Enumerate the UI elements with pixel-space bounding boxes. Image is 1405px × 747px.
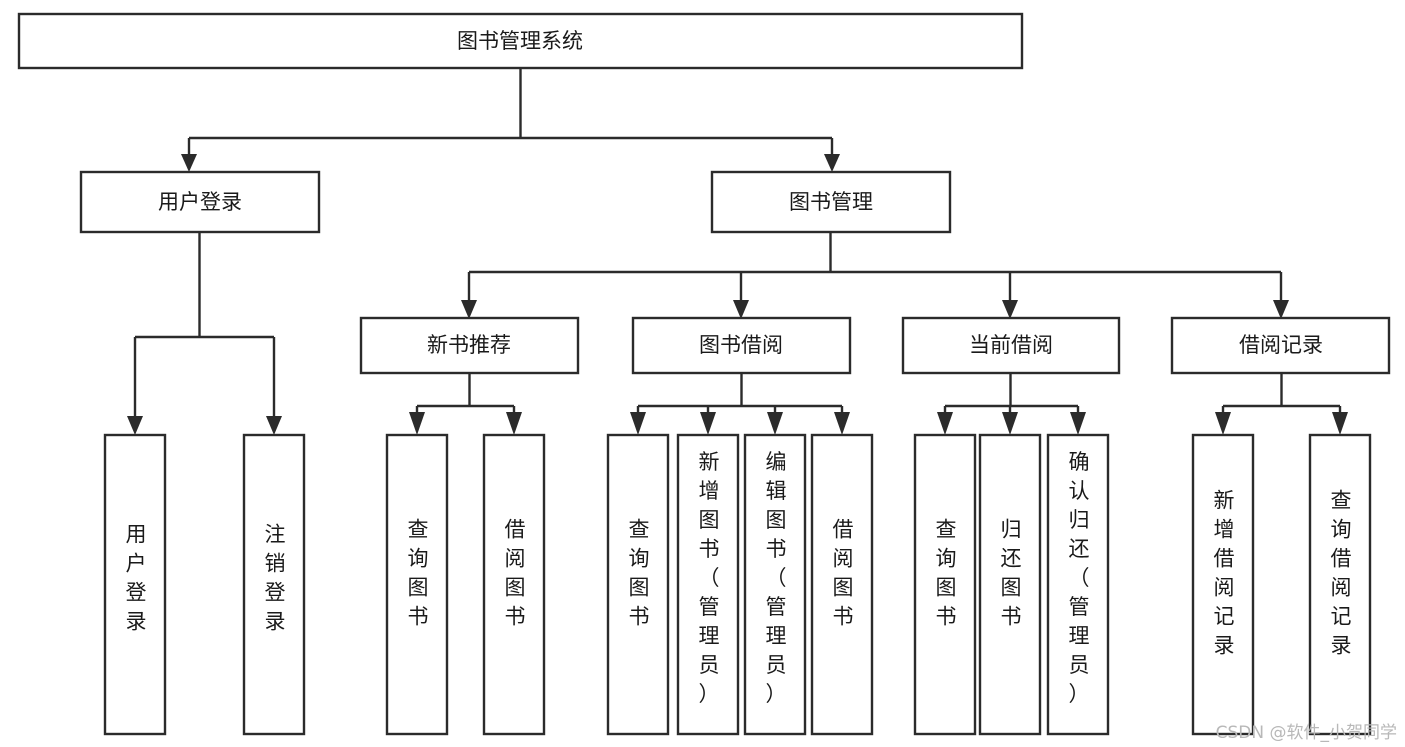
arrow-head-leaf-query-book-1 xyxy=(409,412,425,435)
node-leaf-return-book-box[interactable] xyxy=(978,433,1042,736)
arrow-head-book-manage xyxy=(824,154,840,172)
arrow-head-leaf-edit-book xyxy=(767,412,783,435)
node-book-borrow[interactable]: 图书借阅 xyxy=(631,316,852,375)
node-leaf-query-record-box[interactable] xyxy=(1308,433,1372,736)
node-leaf-query-book-2-box[interactable] xyxy=(606,433,670,736)
node-leaf-borrow-book-2-label: 借阅图书 xyxy=(833,518,854,629)
node-book-manage-box[interactable] xyxy=(710,170,952,234)
node-borrow-record-label: 借阅记录 xyxy=(1239,333,1323,357)
node-leaf-add-record-box[interactable] xyxy=(1191,433,1255,736)
arrow-head-leaf-add-book xyxy=(700,412,716,435)
arrow-head-leaf-confirm-return xyxy=(1070,412,1086,435)
arrow-head-leaf-borrow-book-1 xyxy=(506,412,522,435)
node-new-book-rec-label: 新书推荐 xyxy=(427,333,511,357)
node-current-borrow-label: 当前借阅 xyxy=(969,333,1053,357)
edge-layer xyxy=(127,68,1348,435)
node-book-borrow-box[interactable] xyxy=(631,316,852,375)
node-leaf-add-record[interactable]: 新增借阅记录 xyxy=(1191,433,1255,736)
node-user-login-box[interactable] xyxy=(79,170,321,234)
arrow-head-current-borrow xyxy=(1002,300,1018,319)
node-leaf-query-book-2[interactable]: 查询图书 xyxy=(606,433,670,736)
node-leaf-borrow-book-1[interactable]: 借阅图书 xyxy=(482,433,546,736)
node-root[interactable]: 图书管理系统 xyxy=(17,12,1024,70)
arrow-head-leaf-query-book-3 xyxy=(937,412,953,435)
node-leaf-edit-book-box[interactable] xyxy=(743,433,807,736)
node-book-manage-label: 图书管理 xyxy=(789,190,873,214)
node-root-box[interactable] xyxy=(17,12,1024,70)
arrow-head-leaf-add-record xyxy=(1215,412,1231,435)
node-leaf-add-book-box[interactable] xyxy=(676,433,740,736)
node-leaf-query-record-label: 查询借阅记录 xyxy=(1331,489,1352,658)
node-borrow-record-box[interactable] xyxy=(1170,316,1391,375)
node-leaf-logout-label: 注销登录 xyxy=(265,523,286,634)
node-book-manage[interactable]: 图书管理 xyxy=(710,170,952,234)
arrow-head-leaf-query-record xyxy=(1332,412,1348,435)
arrow-head-leaf-logout xyxy=(266,416,282,435)
node-leaf-query-book-1-box[interactable] xyxy=(385,433,449,736)
node-leaf-edit-book[interactable]: 编辑图书（管理员） xyxy=(743,433,807,736)
node-leaf-logout[interactable]: 注销登录 xyxy=(242,433,306,736)
node-user-login[interactable]: 用户登录 xyxy=(79,170,321,234)
node-current-borrow-box[interactable] xyxy=(901,316,1121,375)
node-leaf-edit-book-label: 编辑图书（管理员） xyxy=(766,450,787,706)
node-leaf-user-login-label: 用户登录 xyxy=(126,523,147,634)
node-leaf-query-book-2-label: 查询图书 xyxy=(629,518,650,629)
arrow-head-user-login xyxy=(181,154,197,172)
node-borrow-record[interactable]: 借阅记录 xyxy=(1170,316,1391,375)
node-new-book-rec[interactable]: 新书推荐 xyxy=(359,316,580,375)
node-leaf-query-book-1-label: 查询图书 xyxy=(408,518,429,629)
arrow-head-leaf-return-book xyxy=(1002,412,1018,435)
arrow-head-leaf-query-book-2 xyxy=(630,412,646,435)
node-leaf-return-book-label: 归还图书 xyxy=(1001,518,1022,629)
node-leaf-query-book-3-label: 查询图书 xyxy=(936,518,957,629)
arrow-head-book-borrow xyxy=(733,300,749,319)
node-leaf-user-login[interactable]: 用户登录 xyxy=(103,433,167,736)
node-leaf-add-record-label: 新增借阅记录 xyxy=(1214,489,1235,658)
node-leaf-query-record[interactable]: 查询借阅记录 xyxy=(1308,433,1372,736)
arrow-head-borrow-record xyxy=(1273,300,1289,319)
node-leaf-return-book[interactable]: 归还图书 xyxy=(978,433,1042,736)
arrow-head-leaf-user-login xyxy=(127,416,143,435)
node-leaf-query-book-3-box[interactable] xyxy=(913,433,977,736)
node-leaf-confirm-return-box[interactable] xyxy=(1046,433,1110,736)
node-leaf-borrow-book-1-label: 借阅图书 xyxy=(505,518,526,629)
node-book-borrow-label: 图书借阅 xyxy=(699,333,783,357)
node-new-book-rec-box[interactable] xyxy=(359,316,580,375)
node-leaf-add-book[interactable]: 新增图书（管理员） xyxy=(676,433,740,736)
node-leaf-borrow-book-2[interactable]: 借阅图书 xyxy=(810,433,874,736)
node-current-borrow[interactable]: 当前借阅 xyxy=(901,316,1121,375)
node-user-login-label: 用户登录 xyxy=(158,190,242,214)
node-leaf-confirm-return[interactable]: 确认归还（管理员） xyxy=(1046,433,1110,736)
node-leaf-query-book-3[interactable]: 查询图书 xyxy=(913,433,977,736)
node-leaf-query-book-1[interactable]: 查询图书 xyxy=(385,433,449,736)
node-leaf-borrow-book-1-box[interactable] xyxy=(482,433,546,736)
node-leaf-add-book-label: 新增图书（管理员） xyxy=(699,450,720,706)
arrow-head-leaf-borrow-book-2 xyxy=(834,412,850,435)
node-root-label: 图书管理系统 xyxy=(457,29,583,53)
node-leaf-logout-box[interactable] xyxy=(242,433,306,736)
node-leaf-borrow-book-2-box[interactable] xyxy=(810,433,874,736)
node-leaf-user-login-box[interactable] xyxy=(103,433,167,736)
arrow-head-new-book-rec xyxy=(461,300,477,319)
node-leaf-confirm-return-label: 确认归还（管理员） xyxy=(1069,450,1090,706)
